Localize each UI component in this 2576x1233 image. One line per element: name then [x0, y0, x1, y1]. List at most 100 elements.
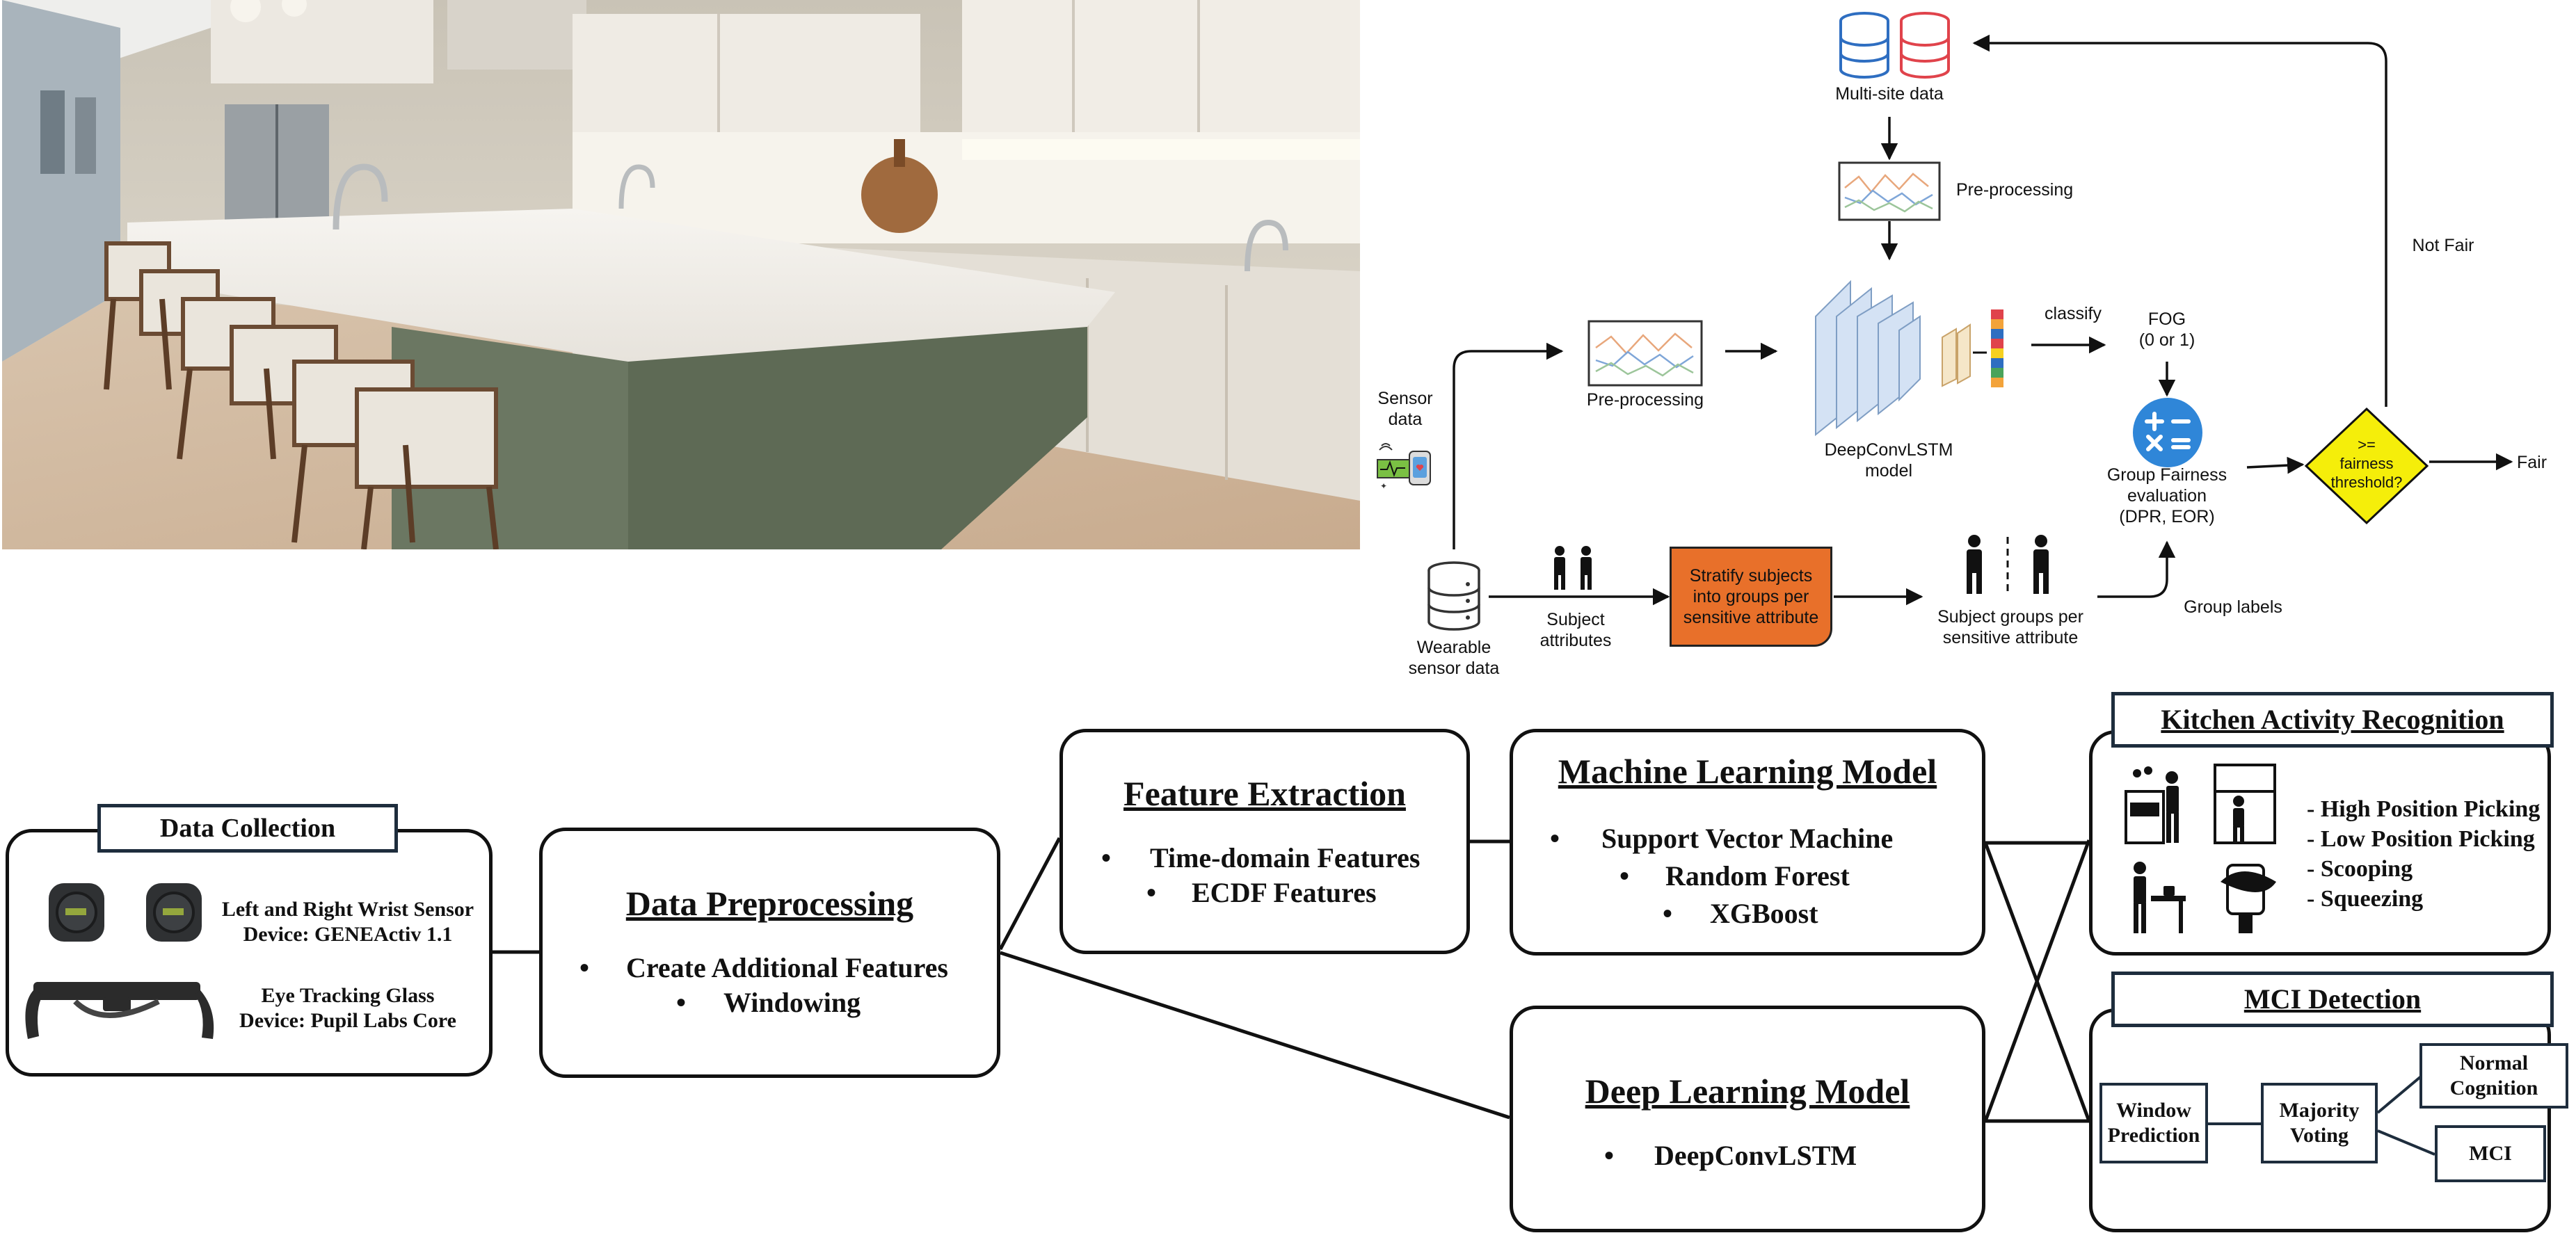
wearable-line2: sensor data [1408, 659, 1500, 678]
bullet: • [676, 987, 687, 1018]
sensor-label-line2: data [1388, 410, 1423, 429]
subject-groups-line2: sensitive attribute [1942, 628, 2079, 647]
eye-line2: Device: Pupil Labs Core [239, 1009, 456, 1032]
calculator-icon [2133, 398, 2202, 467]
wrist-sensor-label: Left and Right Wrist Sensor Device: GENE… [209, 897, 487, 947]
ml-model-title: Machine Learning Model [1558, 752, 1937, 791]
group-eval-line3: (DPR, EOR) [2119, 507, 2215, 526]
kitchen-activity-icons [2125, 764, 2276, 933]
sensor-data-label: Sensor data [1363, 388, 1447, 430]
bullet: • [1550, 823, 1560, 854]
wearable-sensor-label: Wearable sensor data [1384, 637, 1523, 679]
group-fairness-eval-label: Group Fairness evaluation (DPR, EOR) [2073, 465, 2261, 527]
kitchen-item: - Squeezing [2307, 886, 2424, 912]
dl-model-title: Deep Learning Model [1585, 1072, 1910, 1111]
eye-line1: Eye Tracking Glass [261, 984, 435, 1007]
subject-attr-line1: Subject [1546, 610, 1605, 629]
kitchen-item: - Scooping [2307, 856, 2413, 882]
subject-groups-label: Subject groups per sensitive attribute [1920, 606, 2101, 648]
subject-pair-icon [1554, 546, 1592, 590]
bullet: • [1101, 842, 1112, 873]
machine-learning-model-box [1510, 729, 1985, 956]
stratify-line2: into groups per [1693, 587, 1809, 606]
ml-model-item: XGBoost [1710, 898, 1818, 929]
multi-site-label: Multi-site data [1835, 84, 1944, 104]
eye-tracking-label: Eye Tracking Glass Device: Pupil Labs Co… [223, 983, 473, 1033]
ml-model-item: Support Vector Machine [1601, 823, 1894, 854]
majority-line1: Majority [2279, 1099, 2360, 1122]
window-line2: Prediction [2107, 1124, 2200, 1147]
threshold-label: >= fairness threshold? [2318, 435, 2415, 492]
classify-label: classify [2045, 304, 2102, 323]
kitchen-activity-list: - High Position Picking - Low Position P… [2307, 794, 2540, 914]
data-collection-box [6, 829, 493, 1077]
model-label-line2: model [1864, 461, 1913, 481]
bullet: • [579, 952, 590, 983]
wrist-line2: Device: GENEActiv 1.1 [243, 923, 453, 946]
feature-extraction-box [1059, 729, 1470, 954]
threshold-line1: >= [2358, 436, 2376, 453]
kitchen-photo [2, 0, 1360, 549]
kitchen-activity-box [2089, 730, 2551, 956]
subject-groups-icon [1967, 535, 2049, 595]
stratify-subjects-box: Stratify subjects into groups per sensit… [1670, 547, 1832, 647]
preprocessing-left-label: Pre-processing [1586, 390, 1704, 410]
fairness-threshold-diamond [2304, 407, 2429, 525]
sensor-label-line1: Sensor [1377, 389, 1433, 408]
wrist-sensor-icon [49, 883, 202, 942]
group-eval-line1: Group Fairness [2106, 465, 2227, 485]
kitchen-item: - High Position Picking [2307, 796, 2541, 822]
model-label: DeepConvLSTM model [1788, 440, 1990, 481]
majority-line2: Voting [2290, 1124, 2349, 1147]
wearable-database-icon [1427, 561, 1480, 631]
group-labels-label: Group labels [2184, 597, 2282, 617]
smartwatch-icon: ✦ [1377, 443, 1431, 490]
normal-line2: Cognition [2449, 1077, 2538, 1099]
preprocessing-signal-icon [1838, 161, 1941, 221]
mci-flow-connectors [2207, 1075, 2435, 1156]
preprocessing-item: Create Additional Features [626, 952, 948, 983]
window-line1: Window [2116, 1099, 2191, 1122]
wrist-line1: Left and Right Wrist Sensor [221, 898, 474, 921]
fair-label: Fair [2517, 453, 2547, 472]
feature-item: Time-domain Features [1150, 842, 1421, 873]
bullet: • [1146, 877, 1157, 908]
preprocessing-item: Windowing [723, 987, 861, 1018]
kitchen-item: - Low Position Picking [2307, 826, 2535, 852]
multi-site-database-icon [1839, 12, 1950, 79]
fog-label-line2: (0 or 1) [2138, 330, 2195, 350]
preprocessing-signal-icon [1587, 320, 1703, 387]
bullet: • [1619, 860, 1630, 892]
dl-model-item: DeepConvLSTM [1654, 1140, 1857, 1171]
subject-groups-line1: Subject groups per [1937, 607, 2083, 627]
fog-label: FOG (0 or 1) [2115, 309, 2219, 350]
bullet: • [1604, 1140, 1615, 1171]
data-preprocessing-box [539, 828, 1000, 1078]
group-eval-line2: evaluation [2127, 486, 2207, 506]
stratify-line3: sensitive attribute [1683, 608, 1819, 627]
fog-label-line1: FOG [2147, 309, 2186, 329]
normal-line1: Normal [2459, 1051, 2529, 1074]
ml-model-item: Random Forest [1665, 860, 1850, 892]
threshold-line3: threshold? [2330, 474, 2403, 491]
stratify-line1: Stratify subjects [1689, 566, 1813, 586]
eye-tracking-glasses-icon [25, 982, 214, 1039]
subject-attributes-label: Subject attributes [1517, 609, 1635, 651]
model-label-line1: DeepConvLSTM [1824, 440, 1953, 460]
pipeline-connectors [493, 837, 2091, 1123]
bullet: • [1663, 898, 1673, 929]
not-fair-label: Not Fair [2412, 236, 2474, 255]
feature-extraction-title: Feature Extraction [1123, 774, 1406, 813]
data-collection-title: Data Collection [97, 804, 398, 853]
deep-learning-model-box [1510, 1006, 1985, 1232]
kitchen-activity-title: Kitchen Activity Recognition [2111, 692, 2554, 748]
mci-detection-title: MCI Detection [2111, 972, 2554, 1027]
preprocessing-top-label: Pre-processing [1956, 180, 2074, 200]
feature-item: ECDF Features [1192, 877, 1377, 908]
fairness-connectors [1453, 34, 2513, 606]
subject-attr-line2: attributes [1539, 631, 1612, 650]
wearable-line1: Wearable [1416, 638, 1491, 657]
